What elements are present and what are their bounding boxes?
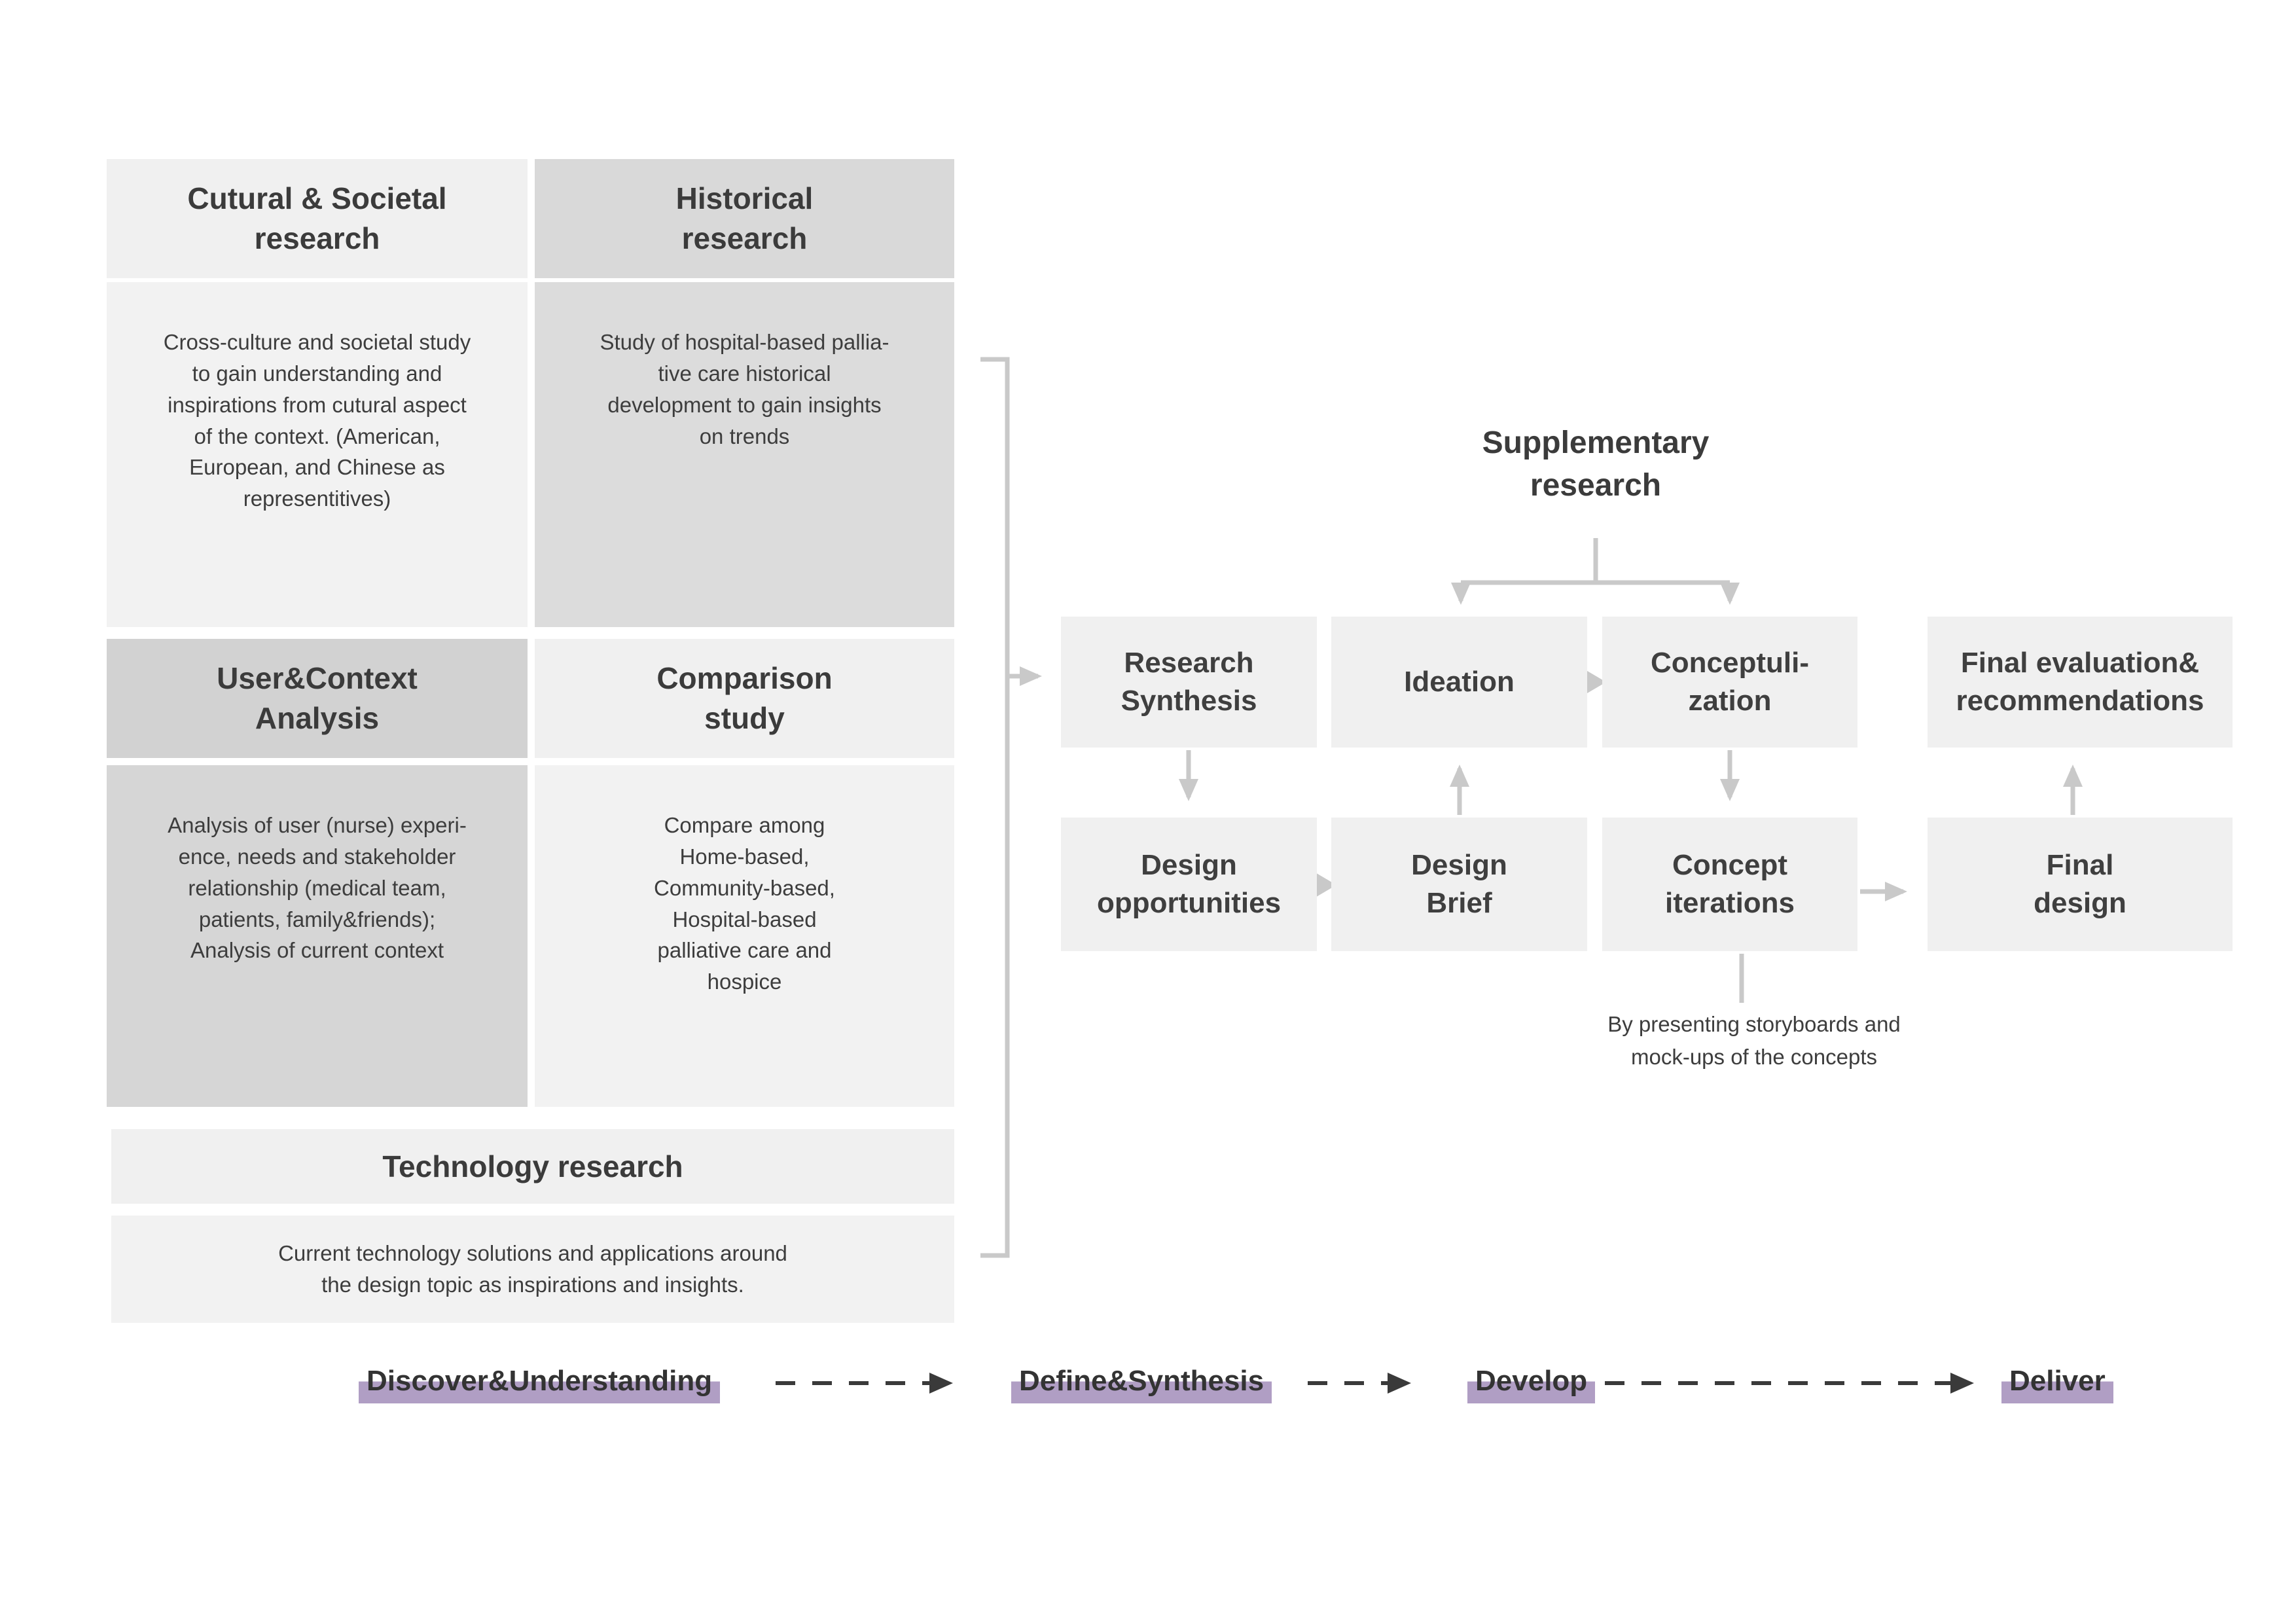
- user-context-analysis-header: User&Context Analysis: [107, 639, 528, 758]
- concept-iterations-box: Concept iterations: [1602, 818, 1857, 951]
- final-evaluation-box: Final evaluation& recommendations: [1928, 617, 2233, 748]
- user-context-analysis-body: Analysis of user (nurse) experi- ence, n…: [107, 765, 528, 1107]
- final-design-box: Final design: [1928, 818, 2233, 951]
- technology-research-body: Current technology solutions and applica…: [111, 1216, 954, 1323]
- concept-iterations-note: By presenting storyboards and mock-ups o…: [1607, 1012, 1901, 1069]
- ideation-box: Ideation: [1331, 617, 1587, 748]
- comparison-study-body: Compare among Home-based, Community-base…: [535, 765, 954, 1107]
- supplementary-research-label: Supplementary research: [1482, 425, 1710, 503]
- stage-define-synthesis: Define&Synthesis: [1011, 1363, 1272, 1404]
- historical-research-header: Historical research: [535, 159, 954, 278]
- research-bracket: [980, 357, 1042, 1258]
- stage-discover-understanding: Discover&Understanding: [359, 1363, 721, 1404]
- comparison-study-header: Comparison study: [535, 639, 954, 758]
- cultural-societal-research-body: Cross-culture and societal study to gain…: [107, 282, 528, 627]
- design-brief-box: Design Brief: [1331, 818, 1587, 951]
- cultural-societal-research-header: Cutural & Societal research: [107, 159, 528, 278]
- supplementary-connectors: [1451, 538, 1740, 605]
- design-opportunities-box: Design opportunities: [1061, 818, 1317, 951]
- stage-deliver: Deliver: [2001, 1363, 2113, 1404]
- stage-develop: Develop: [1467, 1363, 1596, 1404]
- research-synthesis-box: Research Synthesis: [1061, 617, 1317, 748]
- technology-research-header: Technology research: [111, 1129, 954, 1204]
- historical-research-body: Study of hospital-based pallia- tive car…: [535, 282, 954, 627]
- conceptualization-box: Conceptuli- zation: [1602, 617, 1857, 748]
